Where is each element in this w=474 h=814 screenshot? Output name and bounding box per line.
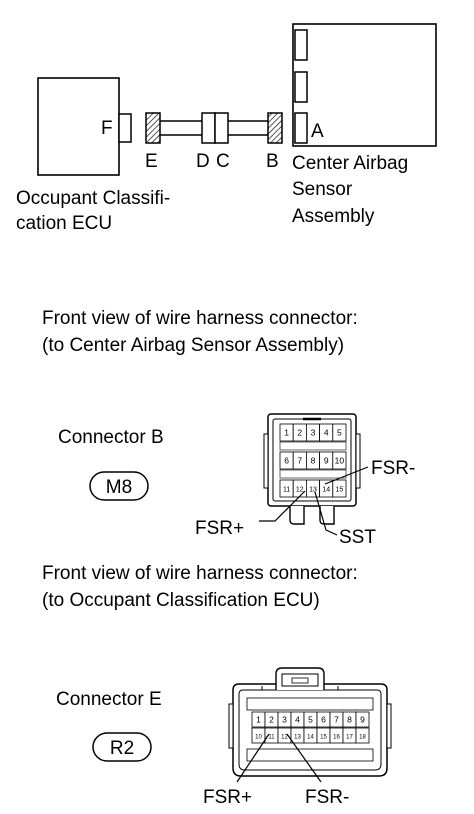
section-connector-e: Front view of wire harness connector: (t… [42,563,392,808]
connector-b [267,112,283,144]
pin-number: 9 [360,715,365,725]
connector-e-fsr-minus-label: FSR- [305,787,349,808]
pin-number: 11 [268,735,275,741]
pin-number: 17 [346,735,353,741]
connector-e-label: E [145,151,158,172]
connector-d-label: D [196,151,210,172]
connector-b-code: M8 [106,477,132,498]
pin-number: 9 [324,456,329,466]
connector-e [145,112,161,144]
pin-number: 4 [295,715,300,725]
sensor-label-line2: Sensor [292,179,353,200]
occupant-classification-ecu-box [37,77,120,176]
ecu-label-line1: Occupant Classifi- [16,188,170,209]
connector-a [294,112,308,144]
pin-number: 14 [307,735,314,741]
connector-b-fsr-plus-label: FSR+ [195,518,244,539]
pin-number: 18 [359,735,366,741]
pin-number: 13 [309,487,317,494]
pin-number: 8 [311,456,316,466]
pin-number: 12 [296,487,304,494]
pin-number: 3 [311,428,316,438]
connector-e-code: R2 [110,738,134,759]
pin-cell [355,727,370,744]
connector-d [201,112,216,144]
connector-e-title: Connector E [56,689,162,710]
pin-number: 15 [320,735,327,741]
pin-number: 2 [297,428,302,438]
section-b-heading-line2: (to Center Airbag Sensor Assembly) [42,335,344,356]
pin-number: 1 [284,428,289,438]
center-airbag-sensor-assembly-box [292,23,437,147]
section-b-heading-line1: Front view of wire harness connector: [42,308,358,329]
pin-number: 14 [322,487,330,494]
pin-number: 4 [324,428,329,438]
pin-number: 7 [297,456,302,466]
connector-b-fsr-minus-label: FSR- [371,458,415,479]
pin-number: 6 [321,715,326,725]
connector-b-sst-label: SST [339,527,376,548]
connector-b-code-badge [89,471,149,501]
pin-number: 5 [337,428,342,438]
connector-b-title: Connector B [58,427,164,448]
pin-number: 5 [308,715,313,725]
connector-e-fsr-plus-label: FSR+ [203,787,252,808]
pin-number: 11 [283,487,290,494]
sensor-label-line3: Assembly [292,206,375,227]
pin-number: 13 [294,735,301,741]
pin-cell [332,423,347,442]
top-diagram: F E D C B A Occupant Classifi- cation EC… [16,23,437,234]
section-e-heading-line1: Front view of wire harness connector: [42,563,358,584]
pin-number: 8 [347,715,352,725]
pin-cell [332,451,347,470]
pin-number: 12 [281,735,288,741]
pin-cell [332,479,347,498]
connector-a-label: A [311,121,324,142]
pin-number: 6 [284,456,289,466]
pin-cell [355,711,370,728]
connector-e-code-badge [92,732,152,762]
pin-number: 3 [282,715,287,725]
connector-f [118,113,132,143]
pin-number: 2 [269,715,274,725]
pin-number: 10 [335,456,345,466]
pin-number: 15 [336,487,344,494]
section-connector-b: Front view of wire harness connector: (t… [42,308,415,548]
connector-b-label: B [266,151,279,172]
sensor-label-line1: Center Airbag [292,153,408,174]
pin-number: 10 [255,735,262,741]
section-e-heading-line2: (to Occupant Classification ECU) [42,590,320,611]
pin-number: 16 [333,735,340,741]
connector-c [214,112,229,144]
connector-f-label: F [101,118,113,139]
pin-number: 1 [256,715,261,725]
ecu-label-line2: cation ECU [16,213,112,234]
connector-c-label: C [216,151,230,172]
pin-number: 7 [334,715,339,725]
